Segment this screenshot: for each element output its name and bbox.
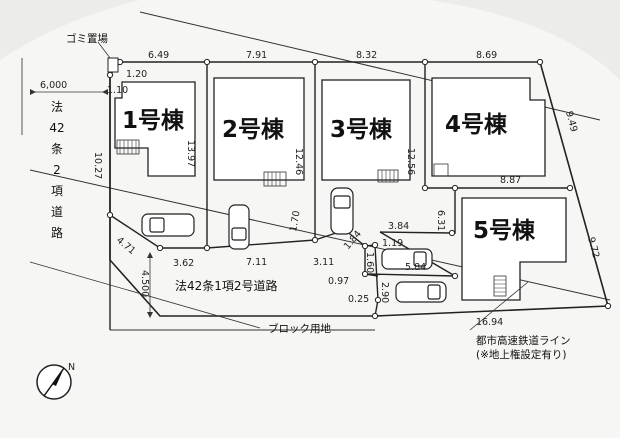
railway-label-line1: 都市高速鉄道ライン	[476, 334, 571, 347]
car-icon	[141, 213, 195, 237]
building-3: 3号棟	[321, 79, 411, 183]
bottom-road-name: 法42条1項2号道路	[175, 278, 278, 293]
dim-plot5-top: 8.87	[500, 175, 521, 186]
dim-plot2-right: 12.46	[293, 148, 304, 175]
dim-bottom-1: 3.62	[173, 258, 194, 269]
garbage-callout: ゴミ置場	[66, 32, 119, 73]
dim-top-3: 8.32	[356, 50, 377, 61]
railway-label-line2: (※地上権設定有り)	[476, 348, 567, 361]
left-road-char: 2	[53, 163, 61, 177]
left-road-char: 道	[51, 205, 63, 219]
dim-0-25: 0.25	[348, 294, 369, 305]
car-icon	[381, 248, 433, 270]
building-3-label: 3号棟	[330, 117, 393, 143]
dim-bottom-3: 3.11	[313, 257, 334, 268]
dim-top-1: 6.49	[148, 50, 169, 61]
dim-bottom-2: 7.11	[246, 257, 267, 268]
building-5: 5号棟	[461, 197, 567, 301]
dim-6-31: 6.31	[435, 210, 446, 231]
dim-left-side: 10.27	[92, 152, 103, 179]
building-4-label: 4号棟	[445, 112, 508, 138]
survey-points	[106, 58, 612, 320]
dim-1-19: 1.19	[382, 238, 403, 249]
dim-1-60: 1.60	[364, 252, 375, 273]
dim-plot3-right: 12.56	[405, 148, 416, 175]
left-road-char: 路	[51, 225, 63, 240]
block-land-label: ブロック用地	[268, 322, 331, 335]
dim-right-lower: 9.72	[585, 236, 601, 259]
left-road-name: 法 42 条 2 項 道 路	[49, 100, 64, 240]
dim-top-2: 7.91	[246, 50, 267, 61]
left-road-char: 42	[49, 121, 64, 135]
dim-1-70: 1.70	[288, 210, 303, 233]
dim-right-upper: 9.49	[563, 110, 579, 133]
dimension-labels: 6.49 7.91 8.32 8.69 1.20 1.10 10.27 13.9…	[92, 50, 601, 328]
dim-3-84: 3.84	[388, 221, 409, 232]
car-icon	[395, 281, 447, 303]
left-road-char: 条	[51, 142, 63, 156]
car-icon	[228, 204, 250, 250]
dim-plot1-right: 13.97	[185, 140, 196, 167]
building-1-label: 1号棟	[122, 108, 185, 134]
car-icon	[330, 187, 354, 235]
building-1: 1号棟	[114, 81, 196, 177]
dim-top-4: 8.69	[476, 50, 497, 61]
dim-5-84: 5.84	[405, 262, 426, 273]
site-outline	[109, 61, 610, 317]
left-road-char: 項	[51, 184, 63, 198]
building-4: 4号棟	[431, 77, 546, 177]
bottom-road: 4.500 法42条1項2号道路	[110, 252, 375, 331]
dim-bottom-long: 16.94	[476, 317, 503, 328]
building-5-label: 5号棟	[473, 218, 536, 244]
left-road-char: 法	[51, 100, 63, 114]
bottom-road-width: 4.500	[139, 270, 150, 297]
dim-1-10: 1.10	[107, 85, 128, 96]
railway-callout: 都市高速鉄道ライン (※地上権設定有り)	[469, 281, 571, 361]
garbage-area-label: ゴミ置場	[66, 32, 108, 45]
dim-0-97: 0.97	[328, 276, 349, 287]
compass-north-label: N	[68, 362, 75, 373]
block-land-callout: ブロック用地	[29, 261, 331, 335]
left-road-width: 6,000	[40, 80, 67, 91]
dim-1-20: 1.20	[126, 69, 147, 80]
compass-icon: N	[36, 362, 75, 400]
building-2: 2号棟	[213, 77, 305, 187]
building-2-label: 2号棟	[222, 117, 285, 143]
dim-2-90: 2.90	[379, 282, 390, 303]
